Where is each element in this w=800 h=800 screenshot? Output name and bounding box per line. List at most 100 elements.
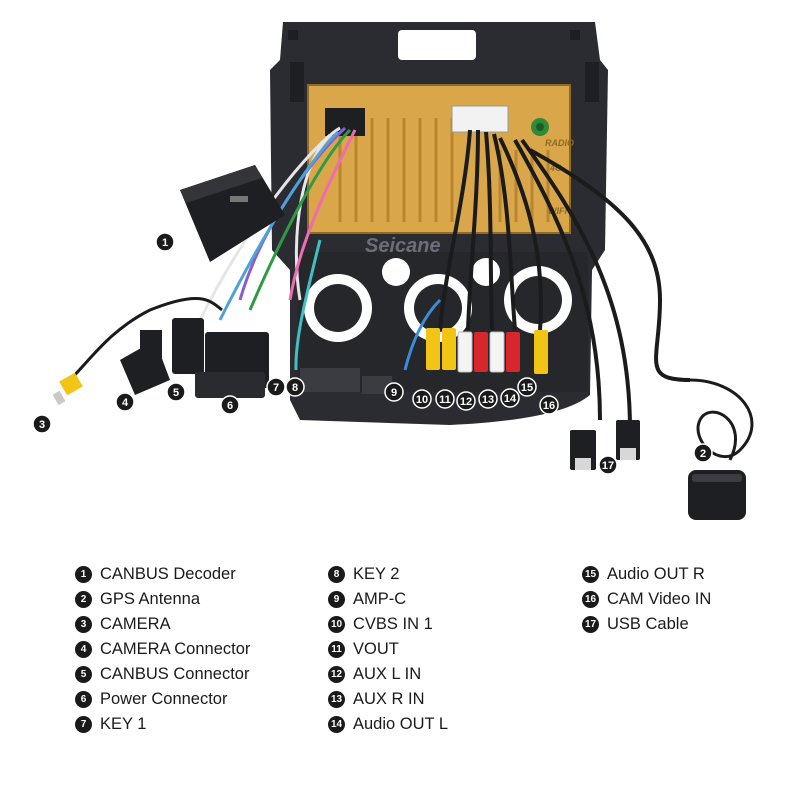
- callout-badge-number: 9: [391, 387, 397, 399]
- callout-badge-17: 17: [598, 455, 618, 475]
- legend-label: USB Cable: [607, 615, 689, 633]
- callout-badge-number: 1: [162, 237, 168, 249]
- legend-column-3: 15 Audio OUT R 16 CAM Video IN 17 USB Cable: [582, 562, 711, 637]
- legend-column-1: 1 CANBUS Decoder 2 GPS Antenna 3 CAMERA 4 CAMER…: [75, 562, 250, 737]
- legend-label: KEY 2: [353, 565, 400, 583]
- legend-number-badge: 7: [75, 716, 92, 733]
- callout-badge-number: 14: [504, 393, 517, 405]
- callout-badge-5: 5: [166, 382, 186, 402]
- legend-item-9: 9 AMP-C: [328, 587, 448, 612]
- legend-number-badge: 5: [75, 666, 92, 683]
- legend-number-badge: 13: [328, 691, 345, 708]
- watermark: Seicane: [365, 235, 441, 257]
- callout-badge-number: 5: [173, 387, 179, 399]
- callout-badge-number: 13: [482, 394, 494, 406]
- legend-item-4: 4 CAMERA Connector: [75, 637, 250, 662]
- callout-badge-number: 3: [39, 419, 45, 431]
- legend-label: CANBUS Decoder: [100, 565, 236, 583]
- callout-badge-2: 2: [693, 443, 713, 463]
- legend-number-badge: 14: [328, 716, 345, 733]
- callout-badge-11: 11: [435, 389, 455, 409]
- rca-plugs: [426, 328, 548, 374]
- legend-label: CAMERA Connector: [100, 640, 251, 658]
- legend-number-badge: 11: [328, 641, 345, 658]
- unit-label-4g: 4G: [549, 163, 562, 173]
- callout-badge-4: 4: [115, 392, 135, 412]
- callout-badge-number: 10: [416, 394, 428, 406]
- callout-badge-number: 8: [292, 382, 298, 394]
- unit-label-wifi: WIFI: [548, 206, 567, 216]
- callout-badge-6: 6: [220, 395, 240, 415]
- callout-badge-number: 17: [602, 460, 614, 472]
- canbus-decoder: [180, 165, 285, 262]
- head-unit-board: [307, 84, 571, 234]
- callout-badge-9: 9: [384, 382, 404, 402]
- callout-badge-number: 11: [439, 394, 451, 406]
- legend-label: Power Connector: [100, 690, 228, 708]
- callout-badge-number: 7: [273, 382, 279, 394]
- legend-number-badge: 2: [75, 591, 92, 608]
- gps-antenna: [688, 378, 754, 520]
- legend-number-badge: 15: [582, 566, 599, 583]
- usb-plugs: [570, 420, 640, 470]
- callout-badge-7: 7: [266, 377, 286, 397]
- legend-item-7: 7 KEY 1: [75, 712, 250, 737]
- legend-item-13: 13 AUX R IN: [328, 687, 448, 712]
- callout-badge-12: 12: [456, 391, 476, 411]
- legend-number-badge: 1: [75, 566, 92, 583]
- legend-number-badge: 9: [328, 591, 345, 608]
- callout-badge-8: 8: [285, 377, 305, 397]
- legend-item-8: 8 KEY 2: [328, 562, 448, 587]
- legend-number-badge: 4: [75, 641, 92, 658]
- legend-item-17: 17 USB Cable: [582, 612, 711, 637]
- callout-badge-3: 3: [32, 414, 52, 434]
- legend-label: CVBS IN 1: [353, 615, 433, 633]
- legend-number-badge: 6: [75, 691, 92, 708]
- legend-label: AUX L IN: [353, 665, 422, 683]
- callout-badge-14: 14: [500, 388, 520, 408]
- callout-badge-number: 2: [700, 448, 706, 460]
- legend-item-14: 14 Audio OUT L: [328, 712, 448, 737]
- harness-wires: [198, 126, 691, 431]
- legend-label: CANBUS Connector: [100, 665, 250, 683]
- callout-badge-number: 6: [227, 400, 233, 412]
- unit-label-radio: RADIO: [545, 138, 574, 148]
- legend-item-15: 15 Audio OUT R: [582, 562, 711, 587]
- legend-number-badge: 8: [328, 566, 345, 583]
- callout-badge-number: 4: [122, 397, 129, 409]
- legend-label: CAMERA: [100, 615, 171, 633]
- connector-blocks: [120, 318, 269, 398]
- legend-label: Audio OUT L: [353, 715, 449, 733]
- legend-number-badge: 3: [75, 616, 92, 633]
- legend-number-badge: 17: [582, 616, 599, 633]
- wiring-diagram: RADIO 4G WIFI Seicane: [32, 22, 754, 520]
- legend-item-2: 2 GPS Antenna: [75, 587, 250, 612]
- legend-label: AUX R IN: [353, 690, 425, 708]
- callout-badge-13: 13: [478, 389, 498, 409]
- legend-label: Audio OUT R: [607, 565, 705, 583]
- legend-item-1: 1 CANBUS Decoder: [75, 562, 250, 587]
- legend-item-5: 5 CANBUS Connector: [75, 662, 250, 687]
- legend-label: VOUT: [353, 640, 399, 658]
- callout-badge-10: 10: [412, 389, 432, 409]
- legend-label: GPS Antenna: [100, 590, 200, 608]
- legend-label: CAM Video IN: [607, 590, 712, 608]
- legend-item-11: 11 VOUT: [328, 637, 448, 662]
- callout-badge-number: 12: [460, 396, 472, 408]
- legend-item-16: 16 CAM Video IN: [582, 587, 711, 612]
- legend-label: AMP-C: [353, 590, 407, 608]
- legend-number-badge: 16: [582, 591, 599, 608]
- legend-label: KEY 1: [100, 715, 147, 733]
- legend-item-6: 6 Power Connector: [75, 687, 250, 712]
- callout-badge-15: 15: [517, 377, 537, 397]
- callout-badge-number: 16: [543, 400, 555, 412]
- callout-badge-16: 16: [539, 395, 559, 415]
- callout-badge-number: 15: [521, 382, 533, 394]
- callout-badge-1: 1: [155, 232, 175, 252]
- legend-number-badge: 10: [328, 616, 345, 633]
- legend: 1 CANBUS Decoder 2 GPS Antenna 3 CAMERA 4 CAMER…: [0, 562, 800, 792]
- legend-item-3: 3 CAMERA: [75, 612, 250, 637]
